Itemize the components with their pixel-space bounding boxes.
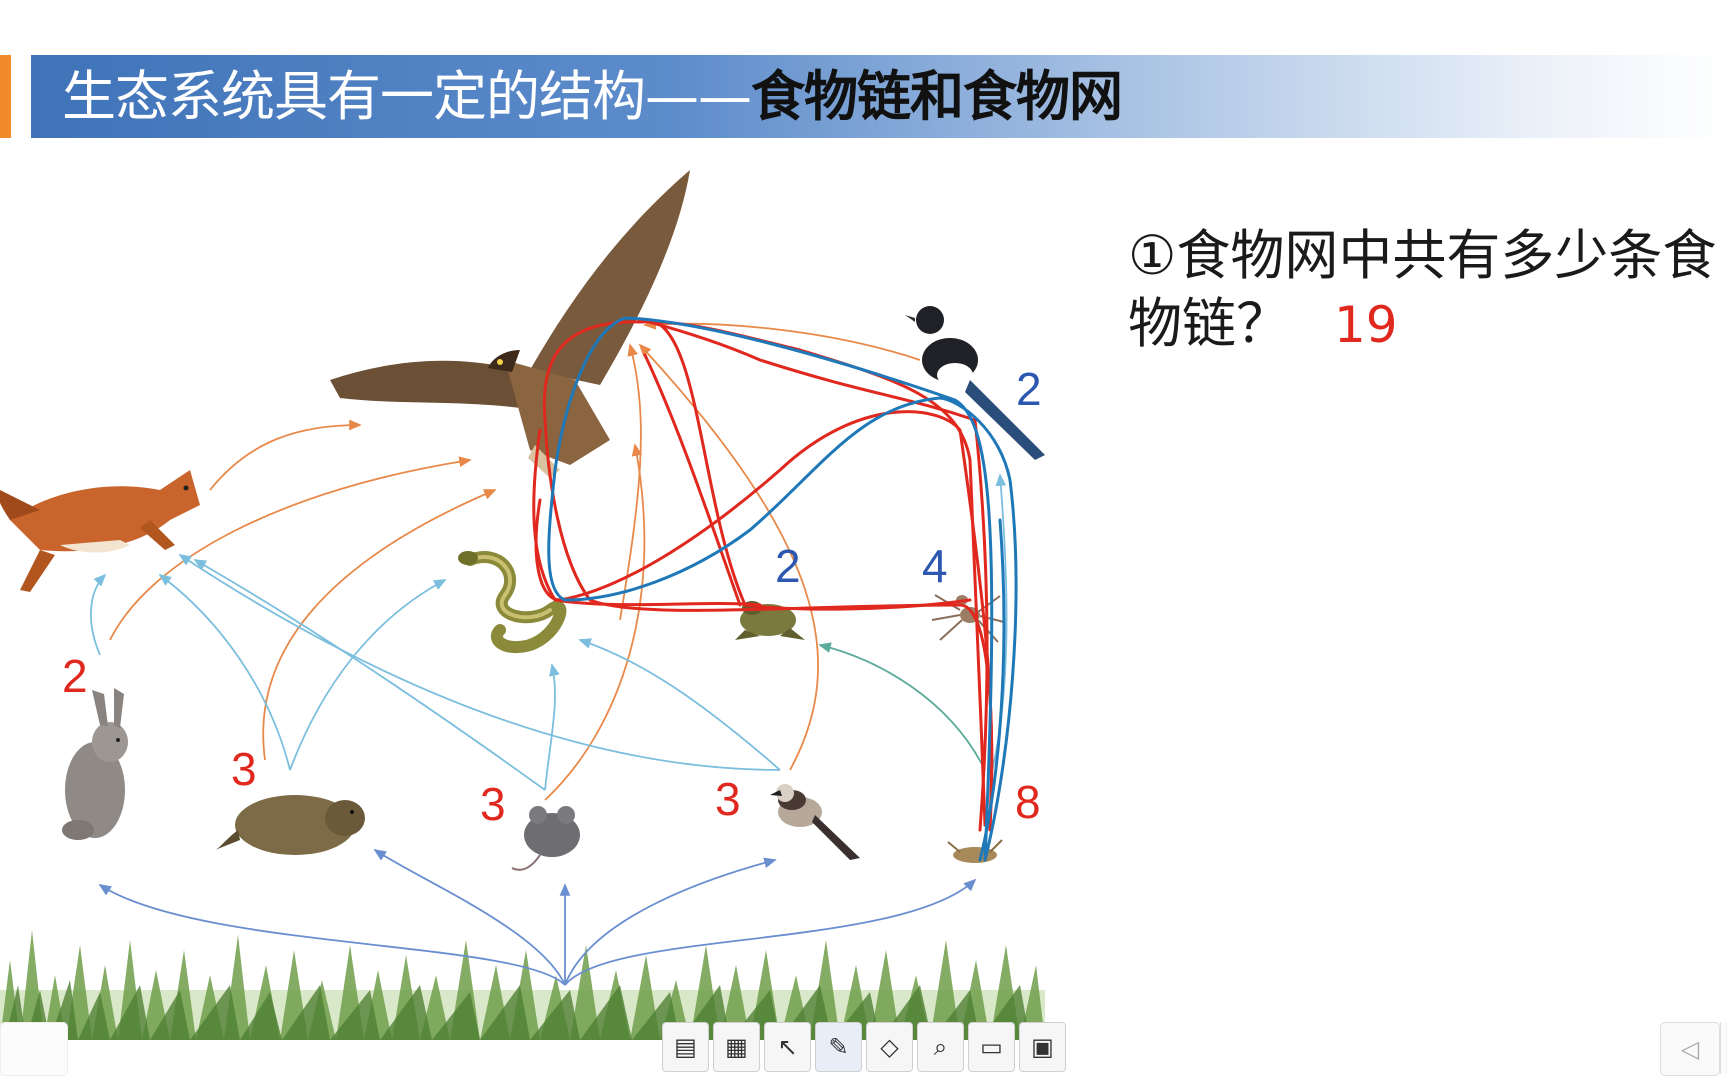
- food-web-diagram: 2 3 3 3 8 2 4 2: [0, 170, 1045, 1040]
- question-line-2-wrap: 物链？ 19: [1128, 290, 1716, 359]
- grass-illustration: [0, 930, 1045, 1040]
- orange-arrows: [109, 318, 921, 801]
- nav-next-edge[interactable]: [1720, 1022, 1728, 1074]
- frog-illustration: [735, 601, 805, 640]
- slide-title: 生态系统具有一定的结构——食物链和食物网: [62, 58, 1123, 136]
- pointer-icon[interactable]: ↖: [764, 1022, 811, 1072]
- blue-pen-annotations: [547, 316, 1018, 862]
- nav-previous-button[interactable]: ◁: [1660, 1022, 1720, 1076]
- eraser-icon[interactable]: ◇: [866, 1022, 913, 1072]
- spider-count-label: 4: [922, 540, 948, 592]
- magpie-illustration: [905, 306, 1045, 460]
- magpie-count-label: 2: [1016, 363, 1042, 415]
- blue-arrows-from-grass: [98, 849, 977, 986]
- marmot-illustration: [215, 795, 365, 855]
- teal-arrow: [818, 642, 986, 771]
- question-line-1: ①食物网中共有多少条食: [1128, 224, 1717, 287]
- answer-text: 19: [1334, 296, 1398, 354]
- title-accent-bar: [0, 55, 11, 138]
- magnifier-icon[interactable]: ⌕: [917, 1022, 964, 1072]
- marmot-count-label: 3: [231, 743, 257, 795]
- eagle-illustration: [330, 170, 690, 478]
- presentation-toolbar: ▤ ▦ ↖ ✎ ◇ ⌕ ▭ ▣: [662, 1022, 1066, 1074]
- grasshopper-illustration: [947, 839, 1003, 863]
- snake-illustration: [458, 551, 567, 654]
- question-line-2: 物链？: [1128, 292, 1290, 355]
- shrike-illustration: [770, 784, 860, 860]
- mouse-count-label: 3: [480, 778, 506, 830]
- red-pen-annotations: [532, 317, 994, 832]
- grid-icon[interactable]: ▦: [713, 1022, 760, 1072]
- frog-count-label: 2: [775, 540, 801, 592]
- shrike-count-label: 3: [715, 773, 741, 825]
- title-bar: [31, 55, 1728, 138]
- slides-icon[interactable]: ▤: [662, 1022, 709, 1072]
- fox-illustration: [0, 470, 200, 592]
- grasshopper-count-label: 8: [1015, 776, 1041, 828]
- title-part-2: 食物链和食物网: [751, 65, 1123, 128]
- prev-slide-ghost-button[interactable]: [0, 1022, 68, 1076]
- question-text: ①食物网中共有多少条食 物链？ 19: [1128, 222, 1716, 359]
- rabbit-count-label: 2: [62, 650, 88, 702]
- whiteboard-icon[interactable]: ▭: [968, 1022, 1015, 1072]
- mouse-illustration: [511, 806, 580, 871]
- pen-icon[interactable]: ✎: [815, 1022, 862, 1072]
- screen-icon[interactable]: ▣: [1019, 1022, 1066, 1072]
- rabbit-illustration: [62, 688, 128, 840]
- title-part-1: 生态系统具有一定的结构——: [62, 65, 752, 128]
